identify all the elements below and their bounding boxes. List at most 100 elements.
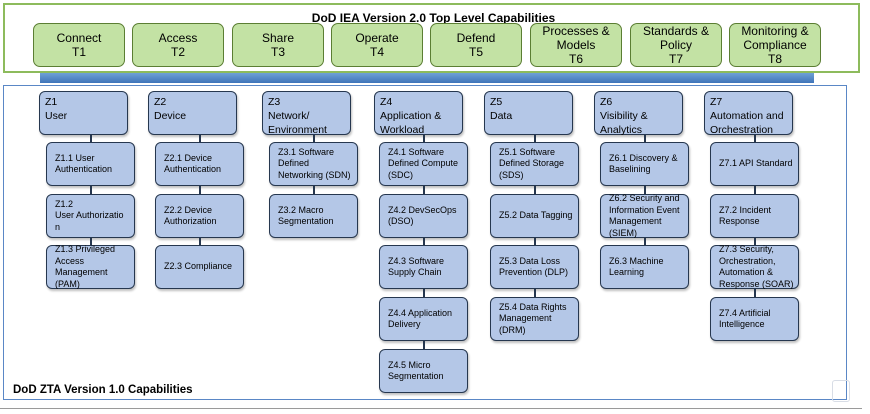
zta-capability-z7-3: Z7.3 Security,Orchestration,Automation &… — [710, 244, 799, 290]
iea-capability-line: T3 — [270, 45, 285, 59]
capability-connector — [754, 186, 756, 194]
capability-label-line: Access — [55, 255, 85, 266]
iea-capability-line: Models — [556, 38, 596, 52]
iea-capability-line: Monitoring & — [741, 24, 809, 38]
capability-label-line: Management — [55, 267, 108, 277]
capability-text: Z7.1 API Standard — [719, 158, 793, 170]
capability-connector — [313, 186, 315, 194]
pillar-connector — [423, 135, 425, 142]
capability-label-line: Z5.4 Data Rights — [499, 301, 567, 312]
iea-capability-line: Standards & — [642, 24, 710, 38]
capability-label-line: Z5.3 Data Loss — [499, 255, 561, 266]
iea-title: DoD IEA Version 2.0 Top Level Capabiliti… — [311, 11, 556, 25]
capability-label-line: Delivery — [388, 319, 421, 329]
capability-label-line: (SIEM) — [609, 227, 637, 238]
pillar-connector — [534, 135, 536, 142]
capability-label-line: Authorization — [164, 216, 217, 226]
zta-capability-z4-2: Z4.2 DevSecOps(DSO) — [379, 194, 468, 238]
capability-label-line: Z7.1 API Standard — [719, 158, 793, 169]
iea-capability-line: T4 — [369, 45, 384, 59]
pillar-connector — [754, 135, 756, 142]
capability-label-line: Z2.2 Device — [164, 204, 213, 215]
capability-connector — [534, 186, 536, 194]
capability-connector — [90, 186, 92, 194]
pillar-label-line: Orchestration — [710, 124, 774, 136]
pillar-label-line: Workload — [380, 124, 425, 136]
iea-capability-line: Policy — [659, 38, 692, 52]
capability-text: Z6.1 Discovery &Baselining — [609, 153, 678, 176]
zta-capability-z5-2: Z5.2 Data Tagging — [490, 194, 579, 238]
capability-text: Z7.3 Security,Orchestration,Automation &… — [719, 244, 794, 290]
capability-label-line: (DRM) — [499, 324, 526, 335]
capability-connector — [90, 238, 92, 245]
iea-capability-line: Connect — [56, 31, 102, 45]
capability-label-line: Learning — [609, 267, 645, 277]
capability-label-line: Segmentation — [388, 371, 444, 381]
zta-title: DoD ZTA Version 1.0 Capabilities — [13, 384, 193, 396]
pillar-label-line: Z6 — [600, 96, 613, 108]
capability-connector — [754, 238, 756, 245]
capability-label-line: Z1.3 Privileged — [55, 244, 116, 254]
capability-label-line: Response (SOAR) — [719, 278, 794, 289]
pillar-connector — [199, 135, 201, 142]
capability-label-line: Z3.1 Software — [278, 146, 335, 157]
pillar-label-line: Z7 — [710, 96, 723, 108]
capability-label-line: Defined — [278, 158, 310, 169]
pillar-label-line: Environment — [268, 124, 327, 136]
iea-capability-line: T2 — [170, 45, 185, 59]
pillar-connector — [90, 135, 92, 142]
capability-label-line: Intelligence — [719, 319, 765, 329]
capability-label-line: Z7.4 Artificial — [719, 307, 771, 318]
pillar-label-line: User — [45, 110, 68, 122]
zta-capability-z6-1: Z6.1 Discovery &Baselining — [600, 142, 689, 186]
capability-label-line: n — [55, 221, 61, 232]
capability-label-line: Orchestration, — [719, 255, 776, 266]
capability-label-line: Information Event — [609, 204, 680, 215]
capability-connector — [423, 289, 425, 297]
iea-capability-line: Access — [158, 31, 198, 45]
capability-connector — [534, 238, 536, 245]
capability-label-line: Z2.1 Device — [164, 152, 213, 163]
pillar-label-line: Data — [490, 110, 513, 122]
capability-label-line: (DSO) — [388, 216, 414, 226]
capability-label-line: Z1.2 — [55, 198, 74, 209]
capability-connector — [754, 289, 756, 297]
capability-label-line: Z5.1 Software — [499, 146, 556, 157]
capability-label-line: Z4.1 Software — [388, 146, 445, 157]
watermark-icon — [832, 380, 850, 402]
capability-connector — [423, 341, 425, 349]
capability-label-line: Baselining — [609, 164, 651, 174]
pillar-label-line: Z1 — [45, 96, 58, 108]
capability-connector — [199, 238, 201, 245]
capability-connector — [199, 186, 201, 194]
pillar-label-line: Z4 — [380, 96, 393, 108]
capability-label-line: Automation & — [719, 267, 774, 277]
capability-label-line: (PAM) — [55, 278, 80, 289]
iea-capability-line: T6 — [568, 52, 583, 66]
capability-text: Z2.3 Compliance — [164, 261, 232, 273]
